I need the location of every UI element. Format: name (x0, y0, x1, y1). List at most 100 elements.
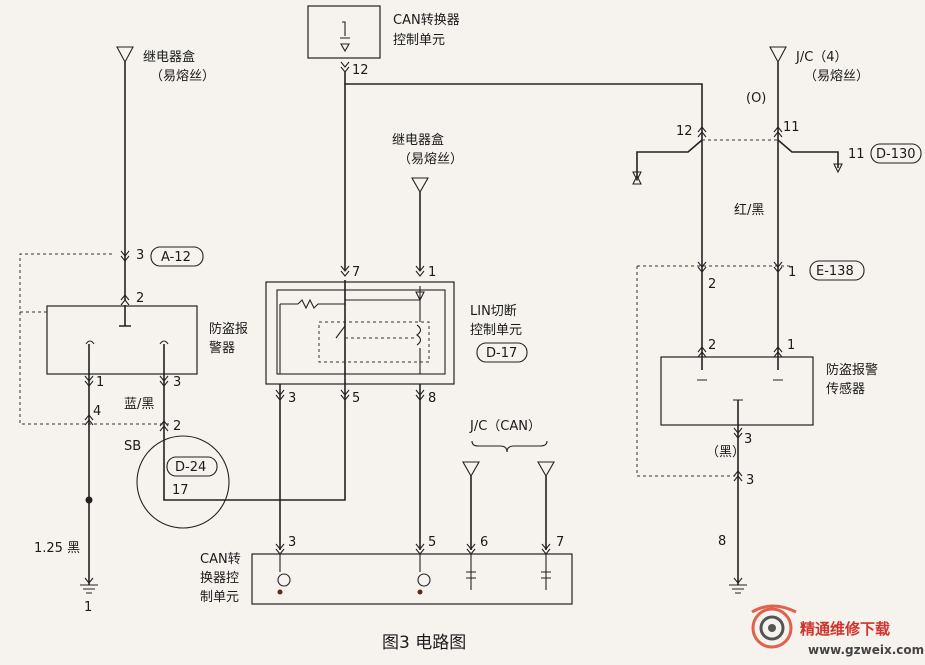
pin-e138-1: 1 (788, 265, 796, 280)
pin-sensor-gnd-8: 8 (718, 534, 726, 549)
can-bottom-label-2: 换器控 (200, 571, 239, 586)
connector-mark-lin-7 (340, 265, 350, 277)
can-bottom-label-3: 制单元 (200, 590, 239, 605)
relay-box-left-label: 继电器盒 (143, 49, 195, 65)
tag-e138-label: E-138 (816, 264, 854, 279)
connector-mark-sensor-2 (697, 346, 707, 358)
ground-symbol-right (729, 577, 747, 594)
can-bottom-label: CAN转 (200, 552, 241, 567)
pin-junc-12: 12 (676, 124, 693, 139)
antitheft-sensor-label: 防盗报警 (826, 362, 878, 378)
shield-dash-e138 (636, 265, 790, 477)
pin-can-b-6: 6 (480, 535, 488, 550)
relay-box-left-fuse: （易熔丝） (150, 69, 215, 84)
alarm-internal-contacts (85, 340, 169, 345)
lin-relay-dash (318, 321, 430, 363)
ground-symbol-left (80, 577, 98, 594)
watermark-url: www.gzweix.com (808, 643, 924, 657)
can-top-internal (340, 21, 350, 53)
tag-d130 (870, 143, 922, 164)
connector-mark-junc-11 (773, 126, 783, 138)
pin-alarm-4: 4 (93, 404, 101, 419)
relay-box-mid-label: 继电器盒 (392, 132, 444, 148)
shield-dash-a12 (19, 253, 115, 313)
tag-e138 (809, 260, 865, 281)
wire-can-to-junction (344, 72, 703, 140)
jc-can-pin-b (537, 461, 555, 478)
tag-d24-label: D-24 (175, 460, 206, 475)
label-sb: SB (124, 439, 141, 454)
can-bottom-box (251, 553, 573, 605)
pin-lin-7: 7 (352, 265, 360, 280)
lin-cutoff-box (265, 281, 455, 385)
connector-mark-alarm-1 (84, 375, 94, 387)
can-top-box (307, 5, 381, 59)
pin-can-b-7: 7 (556, 535, 564, 550)
tag-a12-label: A-12 (161, 250, 191, 265)
can-top-label-2: 控制单元 (393, 33, 445, 48)
connector-mark-e138-2 (697, 261, 707, 273)
shield-dash-lower (19, 312, 170, 425)
connector-mark-junc-12 (697, 126, 707, 138)
pin-sensor-1: 1 (787, 338, 795, 353)
pin-can-top-12: 12 (352, 63, 369, 78)
wire-junc-12-branch (636, 139, 703, 178)
lin-coil (416, 300, 422, 374)
wire-color-blue-black: 蓝/黑 (124, 397, 154, 412)
jc4-wire-code: (O) (746, 91, 766, 106)
jc4-label: J/C（4） (795, 50, 848, 65)
connector-mark-alarm-4 (84, 414, 94, 426)
lin-internal-top (344, 286, 421, 301)
connector-mark-alarm-2 (120, 294, 130, 306)
pin-alarm-3: 3 (173, 375, 181, 390)
connector-mark-can-12 (340, 61, 350, 73)
connector-mark-lin-1 (415, 265, 425, 277)
connector-mark-sensor-gnd-3 (733, 470, 743, 482)
pin-alarm-a12-3: 3 (136, 248, 144, 263)
watermark-title: 精通维修下载 (800, 620, 890, 638)
pin-lin-3: 3 (288, 391, 296, 406)
pin-lin-8: 8 (428, 391, 436, 406)
lin-cutoff-inner (276, 289, 446, 375)
antitheft-sensor-label-2: 传感器 (826, 381, 865, 397)
wire-color-black-paren: （黑） (706, 445, 745, 460)
tag-a12 (150, 246, 204, 267)
connector-mark-alarm-d2 (159, 420, 169, 432)
figure-caption: 图3 电路图 (382, 633, 466, 653)
wire-alarm-to-lin (163, 280, 346, 501)
pin-e138-2: 2 (708, 277, 716, 292)
jc-can-label: J/C（CAN） (469, 419, 541, 434)
connector-mark-sensor-1 (773, 346, 783, 358)
relay-box-mid-source: 继电器盒 （易熔丝） (392, 132, 463, 194)
wire-sensor-feeds (701, 140, 779, 370)
sensor-internal-marks (697, 379, 783, 401)
pin-alarm-2: 2 (136, 291, 144, 306)
pin-d24-17: 17 (172, 483, 189, 498)
can-bottom-internal (277, 554, 551, 595)
wire-jc-can (470, 476, 547, 550)
jc-can-pin-a (462, 461, 480, 478)
wire-color-black-125: 1.25 黑 (34, 541, 80, 556)
pin-can-b-3: 3 (288, 535, 296, 550)
antitheft-alarm-label-2: 警器 (209, 340, 235, 356)
relay-box-left-source: 继电器盒 （易熔丝） (116, 46, 215, 84)
connector-mark-lin-5 (340, 389, 350, 401)
jc-can-brace (471, 440, 548, 453)
connector-mark-alarm-3 (159, 375, 169, 387)
pin-ground-1: 1 (84, 600, 92, 615)
lin-cutoff-label-2: 控制单元 (470, 323, 522, 338)
pin-lin-1: 1 (428, 265, 436, 280)
jc4-source: J/C（4） （易熔丝） (O) (746, 46, 869, 106)
pin-sensor-2: 2 (708, 338, 716, 353)
pin-sensor-3: 3 (744, 432, 752, 447)
relay-box-mid-fuse: （易熔丝） (398, 152, 463, 167)
connector-mark-e138-1 (773, 261, 783, 273)
pin-sensor-gnd-3: 3 (746, 473, 754, 488)
tag-d17 (476, 342, 528, 363)
lin-resistor (297, 298, 345, 310)
lin-cutoff-label: LIN切断 (470, 304, 517, 319)
pin-d130-11: 11 (848, 147, 865, 162)
wire-color-red-black: 红/黑 (734, 202, 764, 218)
watermark-logo (751, 604, 797, 649)
